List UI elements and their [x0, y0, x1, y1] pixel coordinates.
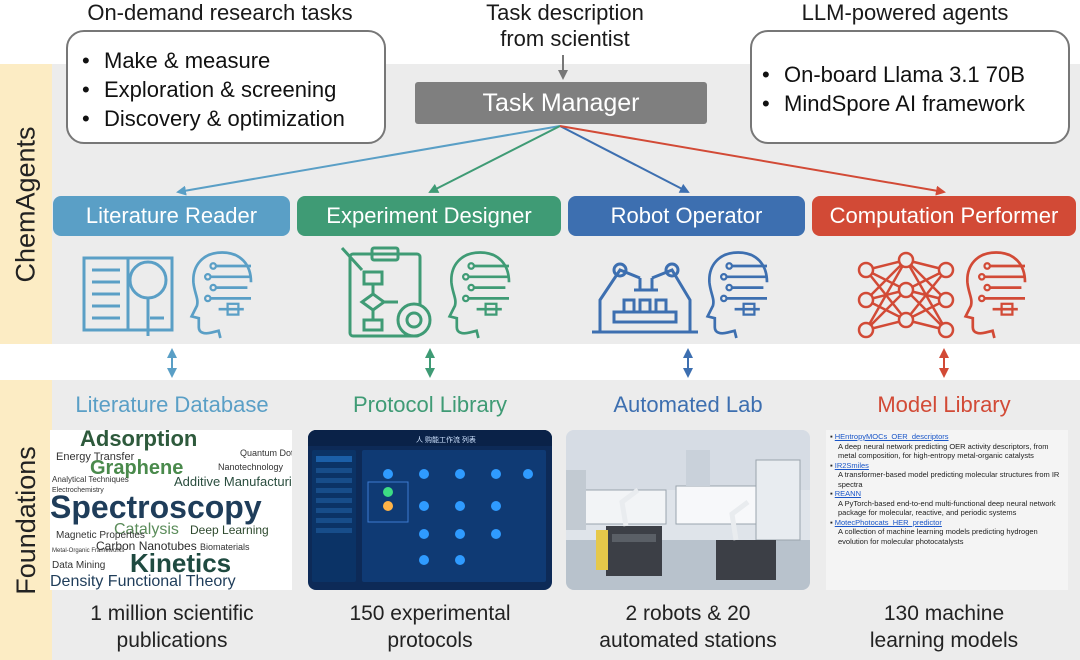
stat-protocol: 150 experimental protocols	[300, 600, 560, 654]
robot-arm-icon	[592, 262, 698, 334]
arrow-to-computation	[559, 125, 946, 196]
protocol-screen-title: 人 购能工作流 列表	[416, 435, 476, 444]
ai-head-icon	[190, 251, 253, 340]
model-entry-link[interactable]: HEntropyMOCs_OER_descriptors	[834, 432, 949, 441]
stat-literature: 1 million scientific publications	[52, 600, 292, 654]
model-entry-link[interactable]: MotecPhotocats_HER_predictor	[834, 517, 942, 527]
word-cloud-term: Carbon Nanotubes	[96, 539, 197, 553]
word-cloud-term: Quantum Dot	[240, 448, 292, 458]
stat-line: protocols	[387, 629, 473, 652]
task-item: Make & measure	[82, 46, 384, 75]
foundations-label-box: Foundations	[0, 380, 52, 660]
llm-agents-header: LLM-powered agents	[801, 0, 1009, 25]
stat-line: publications	[116, 629, 228, 652]
word-cloud-term: Graphene	[90, 457, 183, 479]
neural-network-icon	[857, 251, 955, 339]
word-cloud-term: Catalysis	[114, 521, 179, 538]
word-cloud-term: Biomaterials	[200, 542, 250, 552]
stat-line: learning models	[869, 629, 1019, 652]
agent-experiment-designer: Experiment Designer	[297, 196, 561, 236]
task-description-line2: from scientist	[500, 26, 630, 51]
stat-line: 2 robots & 20	[625, 602, 751, 625]
task-description-line1: Task description	[486, 0, 644, 25]
stat-line: automated stations	[599, 629, 777, 652]
llm-feature-item: On-board Llama 3.1 70B	[762, 60, 1068, 89]
chemagents-label-box: ChemAgents	[0, 64, 52, 344]
arrow-to-literature	[176, 125, 561, 196]
stat-line: 150 experimental	[349, 602, 511, 625]
word-cloud-term: Spectroscopy	[50, 489, 262, 525]
word-cloud-term: Data Mining	[52, 560, 105, 571]
stat-model: 130 machine learning models	[812, 600, 1076, 654]
model-entry-description: A transformer-based model predicting mol…	[838, 470, 1060, 489]
agent-icons	[82, 246, 1027, 340]
stat-lab: 2 robots & 20 automated stations	[568, 600, 808, 654]
word-cloud-term: Magnetic Properties	[56, 530, 145, 541]
arrow-to-experiment	[428, 125, 561, 193]
book-magnifier-icon	[82, 256, 174, 336]
word-cloud-term: Kinetics	[130, 548, 231, 578]
foundation-title-model: Model Library	[877, 392, 1011, 417]
model-entry-description: A collection of machine learning models …	[838, 527, 1038, 546]
word-cloud-term: Deep Learning	[190, 523, 269, 537]
arrow-to-robot	[559, 125, 690, 193]
agent-computation-performer: Computation Performer	[812, 196, 1076, 236]
ai-head-icon	[964, 251, 1027, 340]
task-manager: Task Manager	[415, 82, 707, 124]
model-entry-description: A deep neural network predicting OER act…	[838, 441, 1049, 461]
task-item: Exploration & screening	[82, 75, 384, 104]
foundation-title-protocol: Protocol Library	[352, 392, 508, 417]
stat-line: 1 million scientific	[90, 602, 254, 625]
model-entry: ▪ IR2Smiles A transformer-based model pr…	[830, 461, 1064, 490]
word-cloud-term: Additive Manufacturin	[174, 474, 292, 489]
model-entry-link[interactable]: REANN	[834, 489, 862, 498]
word-cloud-term: Density Functional Theory	[50, 573, 236, 590]
model-entry-link[interactable]: IR2Smiles	[834, 460, 869, 470]
agent-literature-reader: Literature Reader	[53, 196, 290, 236]
clipboard-flowchart-icon	[340, 246, 432, 338]
stat-line: 130 machine	[883, 602, 1005, 625]
protocol-library-screenshot: 人 购能工作流 列表	[308, 430, 552, 590]
task-description-header: Task description from scientist	[440, 0, 690, 52]
model-entry: ▪ REANN A PyTorch-based end-to-end multi…	[830, 489, 1064, 518]
automated-lab-photo	[566, 430, 810, 590]
foundation-title-literature: Literature Database	[75, 392, 269, 417]
word-cloud-term: Energy Transfer	[56, 451, 135, 463]
tasks-header: On-demand research tasks	[87, 0, 353, 25]
word-cloud-term: Analytical Techniques	[52, 475, 129, 484]
tasks-box: Make & measure Exploration & screening D…	[66, 30, 386, 144]
foundation-title-lab: Automated Lab	[613, 392, 763, 417]
model-entry: ▪ HEntropyMOCs_OER_descriptors A deep ne…	[830, 432, 1064, 461]
word-cloud-term: Nanotechnology	[218, 462, 284, 472]
ai-head-icon	[448, 251, 511, 340]
word-cloud-term: Electrochemistry	[52, 487, 104, 494]
task-item: Discovery & optimization	[82, 104, 384, 133]
model-entry-description: A PyTorch-based end-to-end multi-functio…	[838, 498, 1056, 518]
model-entry: ▪ MotecPhotocats_HER_predictor A collect…	[830, 518, 1064, 547]
word-cloud-term: Adsorption	[80, 430, 197, 451]
agent-robot-operator: Robot Operator	[568, 196, 805, 236]
word-cloud-term: Metal-Organic Frameworks	[52, 548, 124, 554]
ai-head-icon	[706, 251, 769, 340]
model-library-list: ▪ HEntropyMOCs_OER_descriptors A deep ne…	[826, 430, 1068, 590]
llm-features-box: On-board Llama 3.1 70B MindSpore AI fram…	[750, 30, 1070, 144]
literature-word-cloud: Adsorption Energy Transfer Quantum Dot G…	[50, 430, 292, 590]
llm-feature-item: MindSpore AI framework	[762, 89, 1068, 118]
